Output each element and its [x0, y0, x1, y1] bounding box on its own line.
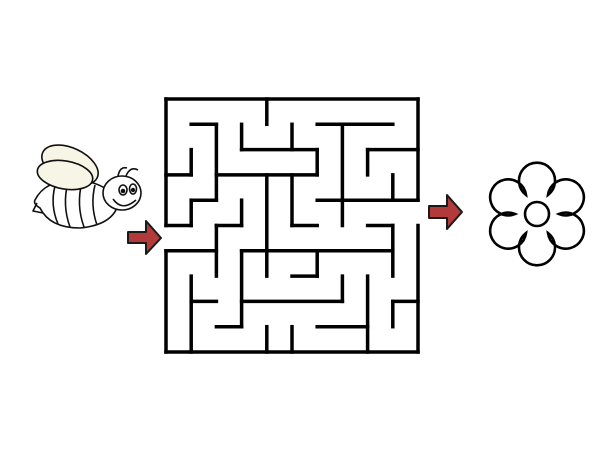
exit-arrow-icon: [428, 194, 463, 230]
entrance-arrow-icon: [127, 220, 162, 255]
maze-walls: [164, 97, 420, 354]
flower-icon: [488, 161, 586, 267]
bee-icon: [32, 144, 142, 229]
flower-center: [523, 200, 551, 228]
